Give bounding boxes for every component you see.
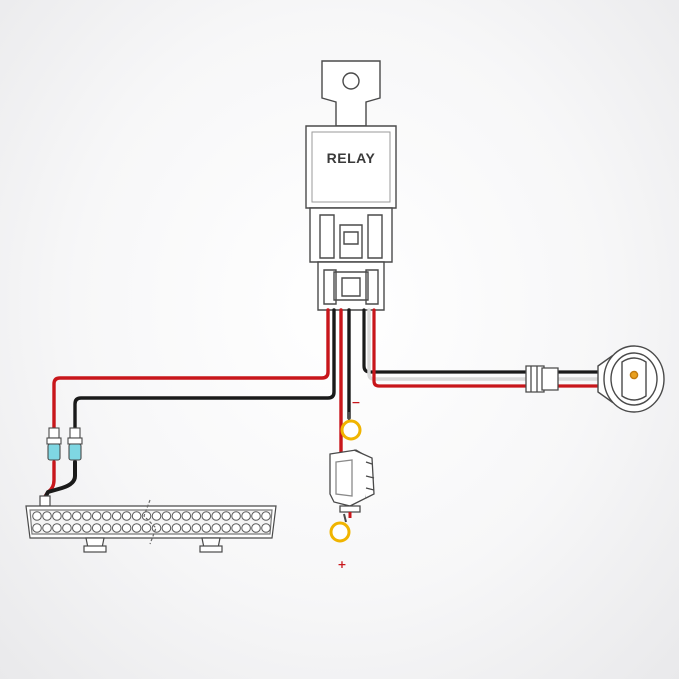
negative-symbol: − [351, 396, 360, 409]
led-icon [171, 523, 182, 533]
led-icon [121, 523, 132, 533]
led-icon [241, 511, 251, 521]
led-icon [231, 511, 241, 521]
led-icon [221, 511, 231, 521]
wire-switch-red [372, 308, 530, 388]
led-icon [161, 511, 172, 521]
led-icon [101, 523, 112, 533]
led-icon [42, 523, 52, 533]
led-icon [181, 523, 192, 533]
led-icon [191, 523, 202, 533]
led-icon [62, 523, 72, 533]
led-icon [251, 511, 261, 521]
led-array [32, 511, 271, 533]
led-icon [131, 511, 142, 521]
bullet-connector-icon [46, 427, 83, 461]
led-icon [91, 511, 102, 521]
led-icon [261, 523, 271, 533]
wire-light-bar-black [42, 460, 77, 502]
wire-red-to-light-bar [52, 308, 330, 432]
led-icon [82, 511, 92, 521]
led-icon [52, 511, 62, 521]
led-icon [62, 511, 72, 521]
led-icon [42, 511, 52, 521]
wire-switch-white [367, 308, 530, 381]
led-icon [52, 523, 62, 533]
led-icon [161, 523, 172, 533]
led-icon [221, 523, 231, 533]
rocker-switch-icon [597, 345, 665, 413]
led-icon [261, 511, 271, 521]
wire-harness [42, 308, 602, 502]
led-icon [231, 523, 241, 533]
led-icon [241, 523, 251, 533]
led-icon [32, 523, 42, 533]
led-icon [101, 511, 112, 521]
led-icon [111, 523, 122, 533]
led-icon [141, 511, 152, 521]
relay-icon [305, 60, 397, 311]
led-icon [201, 511, 212, 521]
led-icon [171, 511, 182, 521]
led-icon [191, 511, 202, 521]
led-icon [251, 523, 261, 533]
led-icon [211, 523, 221, 533]
led-icon [181, 511, 192, 521]
positive-symbol: + [337, 558, 346, 571]
ring-terminal-ground-icon [340, 412, 362, 441]
fuse-holder-icon [329, 449, 375, 513]
led-icon [72, 523, 82, 533]
ring-terminal-positive-icon [329, 513, 351, 543]
relay-label: RELAY [327, 150, 376, 166]
light-bar-icon [25, 495, 277, 553]
led-icon [91, 523, 102, 533]
led-icon [211, 511, 221, 521]
led-icon [151, 511, 162, 521]
switch-connector-icon [525, 365, 559, 393]
led-icon [32, 511, 42, 521]
led-icon [121, 511, 132, 521]
led-icon [82, 523, 92, 533]
led-icon [131, 523, 142, 533]
led-icon [72, 511, 82, 521]
wire-black-to-light-bar [73, 308, 336, 432]
led-icon [111, 511, 122, 521]
led-icon [201, 523, 212, 533]
led-icon [141, 523, 152, 533]
wire-switch-black [362, 308, 530, 374]
